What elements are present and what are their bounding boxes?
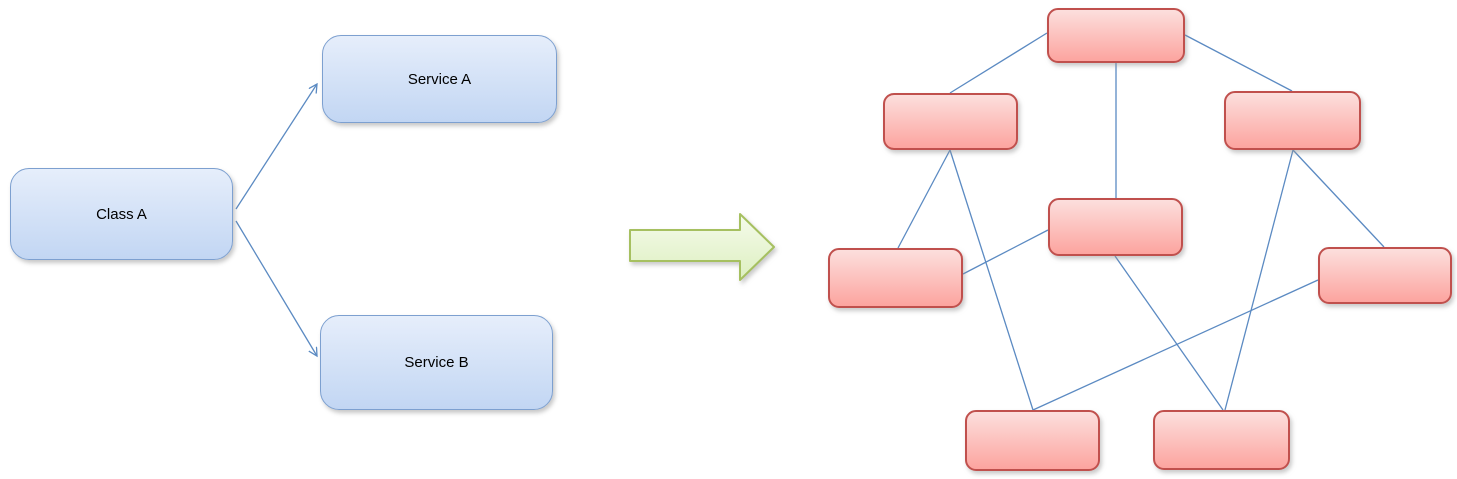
relation-arrow-class-a-to-service-b xyxy=(235,220,317,356)
transform-arrow xyxy=(629,213,775,281)
edge-top-to-upper-left xyxy=(949,32,1048,94)
edge-upper-right-to-bottom-right xyxy=(1224,149,1294,411)
edge-middle-to-bottom-right xyxy=(1114,255,1224,411)
edge-bottom-left-to-middle-right xyxy=(1032,279,1319,411)
edge-upper-right-to-middle-right xyxy=(1292,149,1385,248)
edge-upper-left-to-bottom-left xyxy=(949,149,1034,411)
edge-upper-left-to-middle-left xyxy=(897,149,951,249)
edge-top-to-upper-right xyxy=(1184,34,1293,92)
relation-arrow-class-a-to-service-a xyxy=(235,84,317,210)
edge-middle-left-to-middle xyxy=(962,229,1049,275)
